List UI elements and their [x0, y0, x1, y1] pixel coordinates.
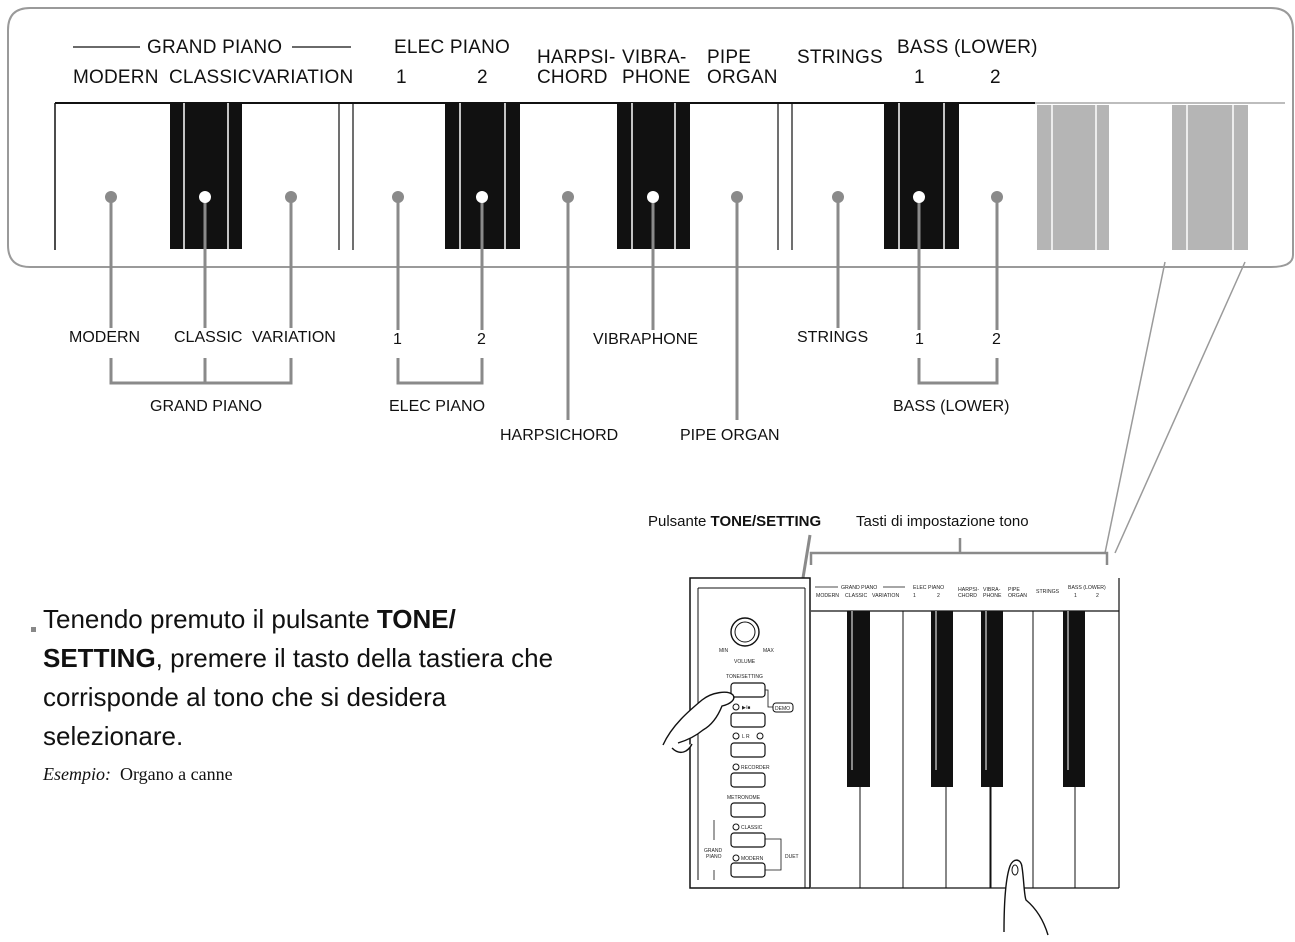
label-elec-1: 1 [393, 331, 402, 348]
header-strings: STRINGS [797, 47, 883, 68]
panel-max: MAX [763, 648, 775, 654]
panel-min: MIN [719, 648, 729, 654]
recorder-button [730, 772, 766, 788]
panel-piano: PIANO [706, 854, 722, 860]
mini-grand-piano: GRAND PIANO [841, 585, 877, 591]
label-bass-1: 1 [915, 331, 924, 348]
panel-play-stop: ▶/■ [742, 705, 750, 711]
mini-classic: CLASSIC [845, 593, 867, 599]
header-vibra: VIBRA- [622, 47, 687, 68]
mini-phone: PHONE [983, 593, 1002, 599]
classic-button [730, 832, 766, 848]
header-pipe: PIPE [707, 47, 752, 68]
mini-variation: VARIATION [872, 593, 899, 599]
mini-keyboard-header [811, 578, 1119, 611]
header-organ: ORGAN [707, 67, 778, 88]
header-grand-piano: GRAND PIANO [147, 37, 283, 58]
mini-modern: MODERN [816, 593, 839, 599]
mini-elec-piano: ELEC PIANO [913, 585, 944, 591]
label-harpsichord: HARPSICHORD [500, 427, 619, 444]
zoom-frame [7, 7, 1294, 268]
panel-tone-setting: TONE/SETTING [726, 674, 763, 680]
panel-recorder: RECORDER [741, 765, 770, 771]
instruction-part1: Tenendo premuto il pulsante [43, 604, 377, 634]
mini-chord: CHORD [958, 593, 977, 599]
lr-button [730, 742, 766, 758]
mini-organ: ORGAN [1008, 593, 1027, 599]
mini-vibra: VIBRA- [983, 587, 1001, 593]
instruction-text: Tenendo premuto il pulsante TONE/SETTING… [43, 600, 583, 756]
callout-button-name: TONE/SETTING [710, 513, 822, 530]
mini-e2: 2 [937, 593, 940, 599]
example-label: Esempio: [43, 764, 111, 784]
instruction-part2: , premere il tasto della tastiera che co… [43, 643, 554, 751]
panel-classic: CLASSIC [741, 825, 763, 831]
metronome-button [730, 802, 766, 818]
panel-lr: L R [742, 734, 750, 740]
left-hand [662, 691, 735, 754]
callout-tone-keys: Tasti di impostazione tono [856, 513, 1029, 530]
right-hand-finger [1003, 859, 1049, 936]
label-strings: STRINGS [797, 329, 869, 346]
play-stop-button [730, 712, 766, 728]
label-bass: BASS (LOWER) [893, 398, 1010, 415]
mini-b2: 2 [1096, 593, 1099, 599]
mini-e1: 1 [913, 593, 916, 599]
example-line: Esempio: Organo a canne [43, 764, 233, 785]
key-dots [105, 191, 1003, 203]
panel-modern: MODERN [741, 856, 764, 862]
panel-volume: VOLUME [734, 659, 756, 665]
header-elec-piano: ELEC PIANO [394, 37, 511, 58]
label-elec-piano: ELEC PIANO [389, 398, 486, 415]
label-pipe-organ: PIPE ORGAN [680, 427, 780, 444]
label-modern: MODERN [69, 329, 141, 346]
mini-strings: STRINGS [1036, 589, 1060, 595]
header-chord: CHORD [537, 67, 608, 88]
example-value: Organo a canne [119, 764, 233, 784]
inactive-keys [1035, 102, 1285, 250]
modern-button [730, 862, 766, 878]
demo-badge [772, 702, 794, 713]
panel-duet: DUET [785, 854, 799, 860]
black-key-bass-1 [884, 103, 959, 249]
callout-tone-setting-button: Pulsante TONE/SETTING [648, 513, 821, 530]
mini-harpsi: HARPSI- [958, 587, 979, 593]
label-grand-piano: GRAND PIANO [150, 398, 263, 415]
panel-metronome: METRONOME [727, 795, 761, 801]
white-key-separators [338, 103, 793, 250]
tone-setting-button [730, 682, 766, 698]
label-vibraphone: VIBRAPHONE [593, 331, 698, 348]
header-harpsi: HARPSI- [537, 47, 616, 68]
header-elec-1: 1 [396, 67, 407, 88]
instruction-bold2: SETTING [43, 643, 156, 673]
leader-lines [109, 197, 999, 420]
label-variation: VARIATION [252, 329, 336, 346]
header-modern: MODERN [73, 67, 159, 88]
header-variation: VARIATION [252, 67, 354, 88]
mini-black-keys [847, 611, 1085, 787]
panel-grand: GRAND [704, 848, 722, 854]
header-bass-2: 2 [990, 67, 1001, 88]
header-classic: CLASSIC [169, 67, 252, 88]
mini-bass: BASS (LOWER) [1068, 585, 1106, 591]
label-elec-2: 2 [477, 331, 486, 348]
header-bass: BASS (LOWER) [897, 37, 1038, 58]
label-classic: CLASSIC [174, 329, 243, 346]
mini-pipe: PIPE [1008, 587, 1020, 593]
callout-button-prefix: Pulsante [648, 513, 711, 530]
instruction-bold1: TONE/ [376, 604, 456, 634]
label-bass-2: 2 [992, 331, 1001, 348]
bullet-marker [31, 627, 36, 632]
header-phone: PHONE [622, 67, 691, 88]
header-bass-1: 1 [914, 67, 925, 88]
panel-demo: DEMO [775, 706, 790, 712]
mini-b1: 1 [1074, 593, 1077, 599]
header-elec-2: 2 [477, 67, 488, 88]
